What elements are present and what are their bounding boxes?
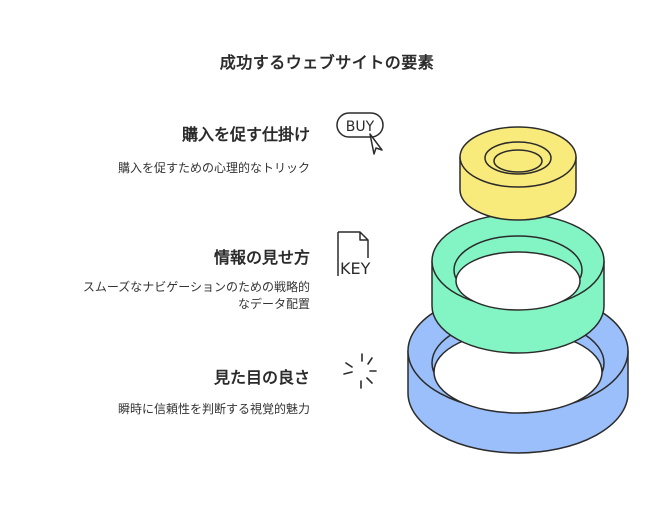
- item-desc-line: スムーズなナビゲーションのための戦略的: [82, 280, 310, 294]
- item-title-information: 情報の見せ方: [213, 248, 310, 267]
- item-desc-line: なデータ配置: [237, 297, 310, 311]
- sparkle-icon: [343, 353, 377, 389]
- key-icon-text: KEY: [340, 259, 371, 278]
- item-desc-appearance: 瞬時に信頼性を判断する視覚的魅力: [118, 401, 310, 418]
- item-desc-line: 購入を促すための心理的なトリック: [117, 161, 310, 175]
- item-desc-information: スムーズなナビゲーションのための戦略的 なデータ配置: [83, 279, 310, 313]
- yellow-ring: [459, 126, 577, 221]
- item-title-appearance: 見た目の良さ: [213, 368, 310, 387]
- key-document-icon: KEY: [337, 231, 371, 278]
- item-desc-purchase: 購入を促すための心理的なトリック: [118, 160, 310, 177]
- item-desc-line: 瞬時に信頼性を判断する視覚的魅力: [117, 402, 310, 416]
- green-ring: [431, 213, 605, 354]
- buy-icon-text: BUY: [346, 119, 375, 135]
- diagram-title: 成功するウェブサイトの要素: [219, 53, 435, 72]
- item-title-purchase: 購入を促す仕掛け: [181, 125, 310, 144]
- stacked-rings-illustration: [407, 126, 629, 454]
- buy-cursor-icon: BUY: [336, 112, 384, 155]
